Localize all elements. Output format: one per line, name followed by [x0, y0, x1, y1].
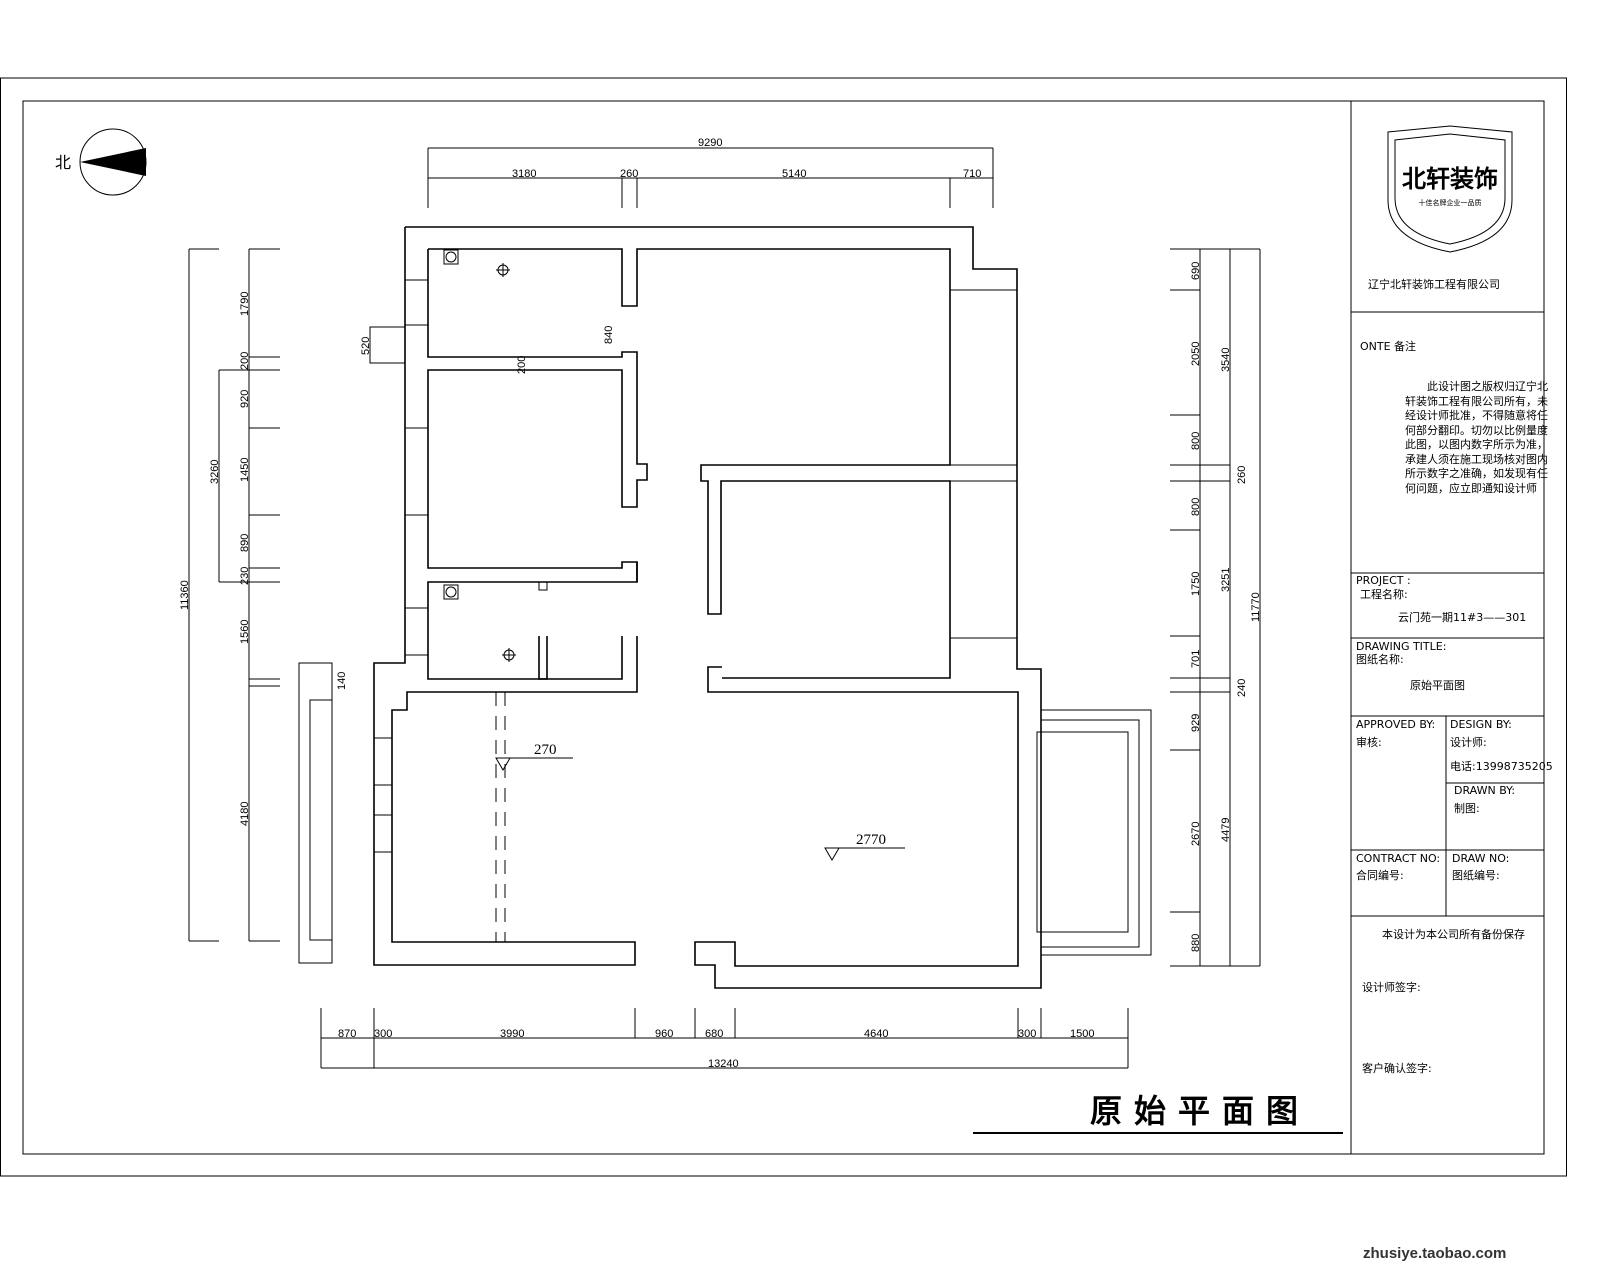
dim-text: 3251 — [1220, 568, 1232, 592]
dim-text: 260 — [620, 168, 638, 180]
dim-text: 11770 — [1250, 592, 1262, 622]
dim-text: 3180 — [512, 168, 536, 180]
dim-text: 680 — [705, 1028, 723, 1040]
approved-label-cn: 审核: — [1356, 735, 1382, 749]
note-header: ONTE 备注 — [1360, 339, 1416, 353]
dim-text: 3990 — [500, 1028, 524, 1040]
dim-text: 3260 — [209, 460, 221, 484]
dim-text: 880 — [1190, 934, 1202, 952]
contract-label-en: CONTRACT NO: — [1356, 852, 1440, 865]
project-label-en: PROJECT : — [1356, 574, 1411, 587]
dim-text: 1750 — [1190, 572, 1202, 596]
copyright-note: 此设计图之版权归辽宁北轩装饰工程有限公司所有，未经设计师批准，不得随意将任何部分… — [1405, 380, 1548, 495]
dimension-texts: 9290 3180 260 5140 710 870 300 3990 960 … — [179, 137, 1262, 1070]
logo-slogan: 十佳名牌企业一品质 — [1419, 198, 1482, 207]
dim-text: 3540 — [1220, 348, 1232, 372]
dim-text: 520 — [360, 337, 372, 355]
dim-text: 2670 — [1190, 822, 1202, 846]
dim-text: 960 — [655, 1028, 673, 1040]
dim-text: 710 — [963, 168, 981, 180]
north-compass: 北 — [55, 128, 147, 196]
dim-text: 5140 — [782, 168, 806, 180]
dim-text: 1560 — [239, 620, 251, 644]
project-value: 云门苑一期11#3——301 — [1398, 610, 1526, 624]
contract-label-cn: 合同编号: — [1356, 868, 1404, 882]
dim-text: 300 — [1018, 1028, 1036, 1040]
dim-text: 200 — [516, 356, 528, 374]
level-left: 270 — [534, 742, 557, 758]
watermark: zhusiye.taobao.com — [1363, 1245, 1507, 1262]
dim-text: 260 — [1236, 466, 1248, 484]
dim-text: 1450 — [239, 458, 251, 482]
design-label-cn: 设计师: — [1450, 736, 1487, 749]
designer-signature-label: 设计师签字: — [1362, 980, 1421, 994]
dim-text: 690 — [1190, 262, 1202, 280]
drawing-title-cn: 图纸名称: — [1356, 652, 1404, 666]
dim-text: 1500 — [1070, 1028, 1094, 1040]
dim-text: 240 — [1236, 679, 1248, 697]
dim-text: 701 — [1190, 650, 1202, 668]
logo-text: 北轩装饰 — [1402, 165, 1498, 193]
inner-frame — [22, 100, 1545, 1155]
drawing-title: 原始平面图 — [1090, 1092, 1310, 1130]
dim-text: 840 — [603, 326, 615, 344]
dim-text: 13240 — [708, 1058, 739, 1070]
design-label-en: DESIGN BY: — [1450, 718, 1512, 731]
drawn-label-en: DRAWN BY: — [1454, 784, 1515, 797]
dim-text: 2050 — [1190, 342, 1202, 366]
dim-text: 9290 — [698, 137, 722, 149]
drawno-label-en: DRAW NO: — [1452, 852, 1509, 865]
title-block: 北轩装饰 十佳名牌企业一品质 辽宁北轩装饰工程有限公司 ONTE 备注 PROJ… — [1351, 125, 1553, 1075]
dim-text: 4180 — [239, 802, 251, 826]
dim-text: 870 — [338, 1028, 356, 1040]
designer-phone: 电话:13998735205 — [1450, 760, 1553, 773]
level-marker-left: 270 — [495, 742, 573, 771]
drawing-title-en: DRAWING TITLE: — [1356, 640, 1446, 653]
level-right: 2770 — [856, 832, 886, 848]
dim-text: 929 — [1190, 714, 1202, 732]
dim-text: 800 — [1190, 432, 1202, 450]
dim-text: 4640 — [864, 1028, 888, 1040]
drawn-label-cn: 制图: — [1454, 802, 1480, 815]
drawno-label-cn: 图纸编号: — [1452, 868, 1500, 882]
project-label-cn: 工程名称: — [1360, 587, 1408, 601]
dim-text: 300 — [374, 1028, 392, 1040]
company-logo: 北轩装饰 十佳名牌企业一品质 — [1387, 125, 1513, 253]
dim-text: 230 — [239, 567, 251, 585]
dim-text: 11360 — [179, 580, 191, 610]
dim-text: 4479 — [1220, 818, 1232, 842]
dim-text: 1790 — [239, 292, 251, 316]
dim-text: 140 — [336, 672, 348, 690]
client-signature-label: 客户确认签字: — [1362, 1061, 1432, 1075]
north-label: 北 — [55, 153, 71, 172]
dim-text: 920 — [239, 390, 251, 408]
copyright-text: 本设计为本公司所有备份保存 — [1382, 927, 1525, 941]
dim-text: 200 — [239, 352, 251, 370]
dim-text: 890 — [239, 534, 251, 552]
outer-frame — [0, 77, 1567, 1177]
dim-text: 800 — [1190, 498, 1202, 516]
level-marker-right: 2770 — [824, 832, 905, 861]
dimension-lines — [188, 147, 1261, 1069]
drawing-title-value: 原始平面图 — [1410, 678, 1465, 692]
approved-label-en: APPROVED BY: — [1356, 718, 1435, 731]
company-name: 辽宁北轩装饰工程有限公司 — [1368, 277, 1500, 291]
walls — [298, 226, 1152, 989]
